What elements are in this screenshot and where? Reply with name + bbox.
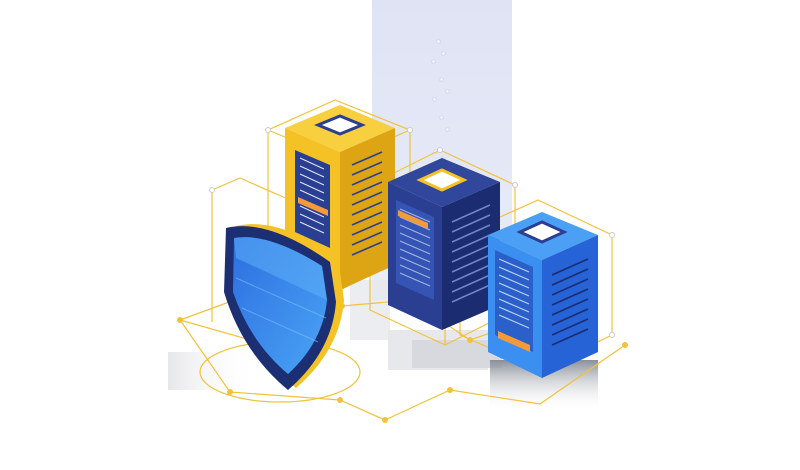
server-icon	[388, 158, 500, 330]
server-icon	[285, 105, 395, 290]
floor-shadows	[168, 280, 598, 412]
server-icon	[488, 212, 598, 378]
shield-icon	[224, 224, 344, 390]
